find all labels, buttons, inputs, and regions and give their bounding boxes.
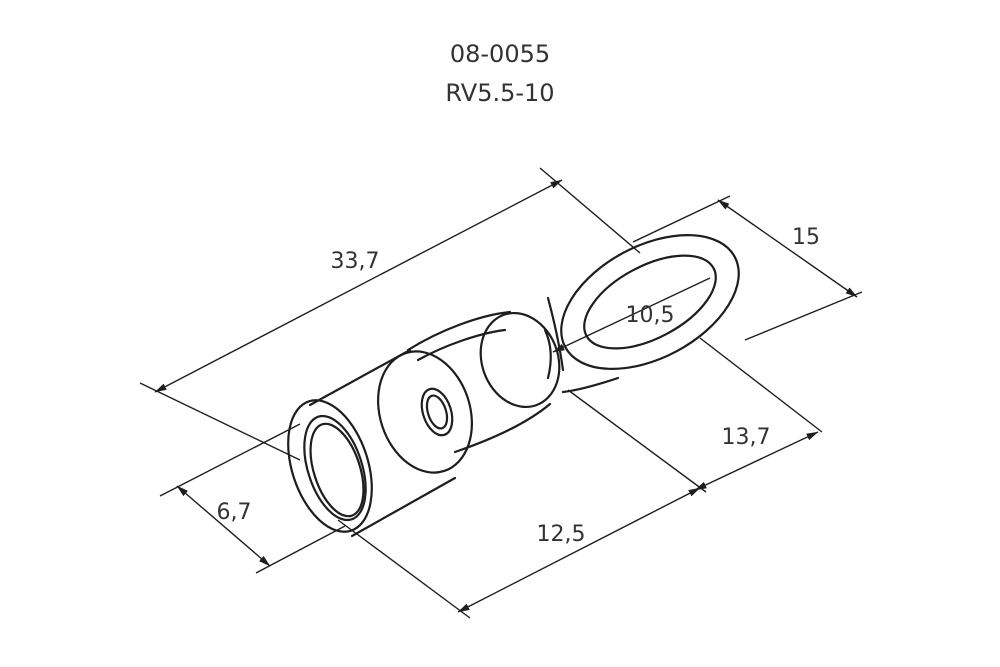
dimension-ring-width: 15 bbox=[632, 195, 863, 341]
dimension-sleeve-diameter: 6,7 bbox=[159, 423, 346, 574]
dimension-barrel-length: 12,5 bbox=[337, 389, 707, 619]
dimension-overall-length: 33,7 bbox=[139, 167, 641, 461]
sleeve-diameter-value: 6,7 bbox=[217, 500, 252, 525]
ring-tongue bbox=[546, 233, 740, 394]
insulation-sleeve bbox=[308, 348, 473, 538]
ring-length-value: 13,7 bbox=[722, 425, 771, 450]
ring-width-value: 15 bbox=[792, 225, 820, 250]
hole-diameter-value: 10,5 bbox=[626, 303, 675, 328]
barrel-length-value: 12,5 bbox=[537, 522, 586, 547]
overall-length-value: 33,7 bbox=[331, 249, 380, 274]
dimension-hole-diameter: 10,5 bbox=[552, 277, 711, 353]
model-label: RV5.5-10 bbox=[445, 79, 554, 107]
front-collar bbox=[287, 399, 373, 533]
dimension-ring-length: 13,7 bbox=[694, 337, 823, 491]
rear-barrel bbox=[406, 310, 561, 454]
part-number-label: 08-0055 bbox=[450, 40, 550, 68]
